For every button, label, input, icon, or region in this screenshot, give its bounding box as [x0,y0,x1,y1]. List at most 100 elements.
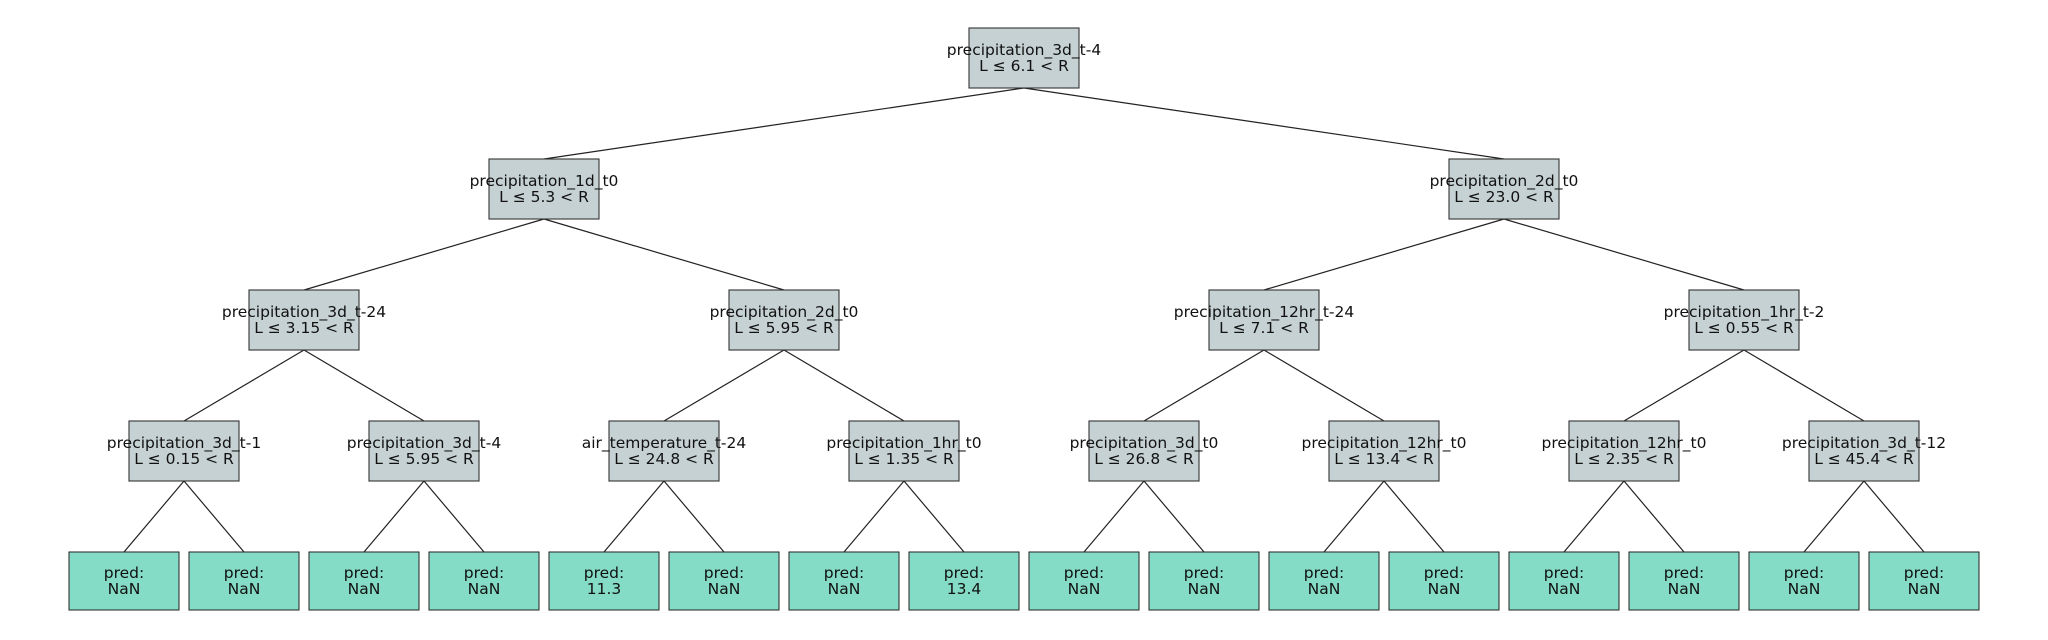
leaf-box [1628,551,1740,611]
split-node: precipitation_3d_t-12L ≤ 45.4 < R [1782,420,1946,482]
split-node: precipitation_1hr_t-2L ≤ 0.55 < R [1664,289,1824,351]
split-box [1568,420,1680,482]
tree-edge [663,480,725,553]
prediction-value: NaN [1668,580,1701,598]
prediction-value: NaN [348,580,381,598]
tree-edge [423,480,485,553]
split-rule: L ≤ 7.1 < R [1219,319,1309,337]
leaf-node: pred:NaN [1508,551,1620,611]
split-rule: L ≤ 3.15 < R [254,319,354,337]
split-rule: L ≤ 1.35 < R [854,450,954,468]
split-node: precipitation_12hr_t-24L ≤ 7.1 < R [1174,289,1354,351]
leaf-node: pred:NaN [788,551,900,611]
leaf-node: pred:NaN [1268,551,1380,611]
tree-edge [543,218,785,291]
prediction-label: pred: [1784,564,1824,582]
tree-edge [183,349,305,422]
leaf-node: pred:NaN [428,551,540,611]
split-rule: L ≤ 0.55 < R [1694,319,1794,337]
tree-nodes: precipitation_3d_t-4L ≤ 6.1 < Rprecipita… [68,27,1980,611]
leaf-box [1508,551,1620,611]
tree-edge [1143,480,1205,553]
leaf-box [1148,551,1260,611]
leaf-box [788,551,900,611]
leaf-node: pred:NaN [1748,551,1860,611]
prediction-label: pred: [1424,564,1464,582]
prediction-value: 11.3 [587,580,622,598]
split-rule: L ≤ 45.4 < R [1814,450,1914,468]
split-box [1208,289,1320,351]
leaf-node: pred:NaN [1028,551,1140,611]
split-box [848,420,960,482]
prediction-label: pred: [1904,564,1944,582]
split-feature: precipitation_1hr_t0 [826,434,981,453]
prediction-label: pred: [1184,564,1224,582]
split-feature: precipitation_3d_t-4 [347,434,501,453]
split-rule: L ≤ 13.4 < R [1334,450,1434,468]
leaf-node: pred:NaN [188,551,300,611]
leaf-node: pred:NaN [1148,551,1260,611]
tree-edge [183,480,245,553]
split-rule: L ≤ 6.1 < R [979,57,1069,75]
split-feature: precipitation_12hr_t-24 [1174,303,1354,322]
tree-edge [843,480,905,553]
prediction-label: pred: [704,564,744,582]
prediction-label: pred: [1304,564,1344,582]
prediction-value: NaN [1188,580,1221,598]
leaf-box [1748,551,1860,611]
tree-edge [1623,349,1745,422]
prediction-value: NaN [1308,580,1341,598]
split-node: precipitation_12hr_t0L ≤ 13.4 < R [1301,420,1467,482]
split-node: precipitation_3d_t-4L ≤ 6.1 < R [947,27,1101,89]
prediction-value: NaN [828,580,861,598]
split-box [968,27,1080,89]
split-rule: L ≤ 24.8 < R [614,450,714,468]
split-feature: precipitation_12hr_t0 [1301,434,1466,453]
tree-edge [1023,87,1505,160]
leaf-box [668,551,780,611]
split-rule: L ≤ 5.3 < R [499,188,589,206]
prediction-label: pred: [1664,564,1704,582]
split-node: precipitation_1hr_t0L ≤ 1.35 < R [826,420,982,482]
prediction-label: pred: [464,564,504,582]
leaf-box [1868,551,1980,611]
split-node: precipitation_3d_t-1L ≤ 0.15 < R [107,420,261,482]
tree-edge [1263,218,1505,291]
leaf-box [548,551,660,611]
split-box [1328,420,1440,482]
prediction-label: pred: [824,564,864,582]
tree-edge [543,87,1025,160]
prediction-value: 13.4 [947,580,982,598]
split-node: precipitation_3d_t-24L ≤ 3.15 < R [222,289,386,351]
tree-edges [123,87,1925,553]
split-box [1088,420,1200,482]
tree-edge [303,218,545,291]
leaf-box [428,551,540,611]
prediction-label: pred: [104,564,144,582]
prediction-value: NaN [708,580,741,598]
split-node: precipitation_12hr_t0L ≤ 2.35 < R [1541,420,1707,482]
tree-edge [1803,480,1865,553]
prediction-value: NaN [108,580,141,598]
split-box [1688,289,1800,351]
leaf-node: pred:NaN [1628,551,1740,611]
leaf-box [188,551,300,611]
tree-edge [363,480,425,553]
split-feature: precipitation_2d_t0 [1430,172,1579,191]
prediction-value: NaN [1908,580,1941,598]
leaf-node: pred:NaN [308,551,420,611]
split-box [368,420,480,482]
split-box [728,289,840,351]
split-rule: L ≤ 5.95 < R [374,450,474,468]
leaf-node: pred:NaN [1388,551,1500,611]
leaf-node: pred:13.4 [908,551,1020,611]
split-node: precipitation_3d_t-4L ≤ 5.95 < R [347,420,501,482]
prediction-value: NaN [1428,580,1461,598]
split-box [128,420,240,482]
tree-edge [1263,349,1385,422]
prediction-value: NaN [1548,580,1581,598]
leaf-box [1268,551,1380,611]
prediction-label: pred: [1544,564,1584,582]
tree-edge [1323,480,1385,553]
split-box [1448,158,1560,220]
